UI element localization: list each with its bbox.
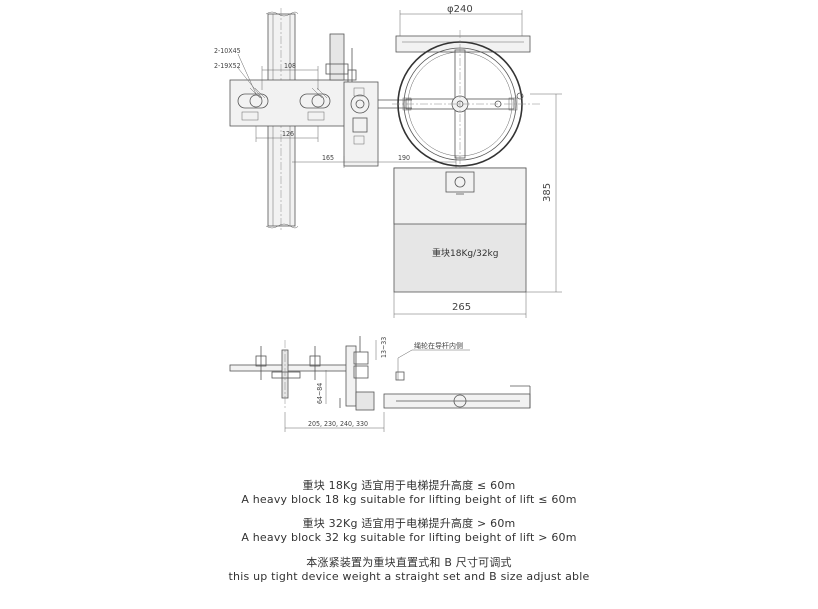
side-base-plate bbox=[229, 364, 349, 372]
dim-slot-2-19x52: 2-19X52 bbox=[214, 62, 241, 70]
caption-line3-en: this up tight device weight a straight s… bbox=[228, 570, 590, 583]
caption-line3-cn: 本涨紧装置为重块直置式和 B 尺寸可调式 bbox=[306, 556, 512, 569]
dim-wheel-diameter: φ240 bbox=[447, 4, 473, 15]
dim-bottom-range: 205, 230, 240, 330 bbox=[308, 420, 368, 428]
dim-126: 126 bbox=[282, 130, 294, 138]
dim-13-33: 13~33 bbox=[380, 337, 388, 358]
note-wheel-inside: 绳轮在导杆内侧 bbox=[414, 341, 463, 350]
dim-64-84: 64~84 bbox=[316, 383, 324, 404]
dim-slot-2-10x45: 2-10X45 bbox=[214, 47, 241, 55]
dim-385: 385 bbox=[542, 183, 553, 202]
caption-line1-en: A heavy block 18 kg suitable for lifting… bbox=[241, 493, 577, 506]
weight-label: 重块18Kg/32kg bbox=[432, 247, 498, 259]
sheave-wheel bbox=[392, 30, 540, 168]
caption-line2-cn: 重块 32Kg 适宜用于电梯提升高度 > 60m bbox=[302, 517, 516, 530]
dim-265: 265 bbox=[452, 302, 471, 313]
caption-line2-en: A heavy block 32 kg suitable for lifting… bbox=[241, 531, 577, 544]
dim-165: 165 bbox=[322, 154, 334, 162]
dim-190: 190 bbox=[398, 154, 410, 162]
top-view: 2-10X45 2-19X52 108 126 bbox=[214, 4, 562, 318]
mounting-bracket bbox=[229, 79, 349, 127]
caption-line1-cn: 重块 18Kg 适宜用于电梯提升高度 ≤ 60m bbox=[302, 479, 516, 492]
tension-arm bbox=[325, 33, 412, 167]
technical-drawing: 2-10X45 2-19X52 108 126 bbox=[214, 4, 562, 432]
counter-weight: 重块18Kg/32kg bbox=[393, 167, 527, 293]
dim-108: 108 bbox=[284, 62, 296, 70]
side-view: 13~33 64~84 绳轮在导杆内侧 205, 230, 240, 330 bbox=[229, 336, 531, 432]
